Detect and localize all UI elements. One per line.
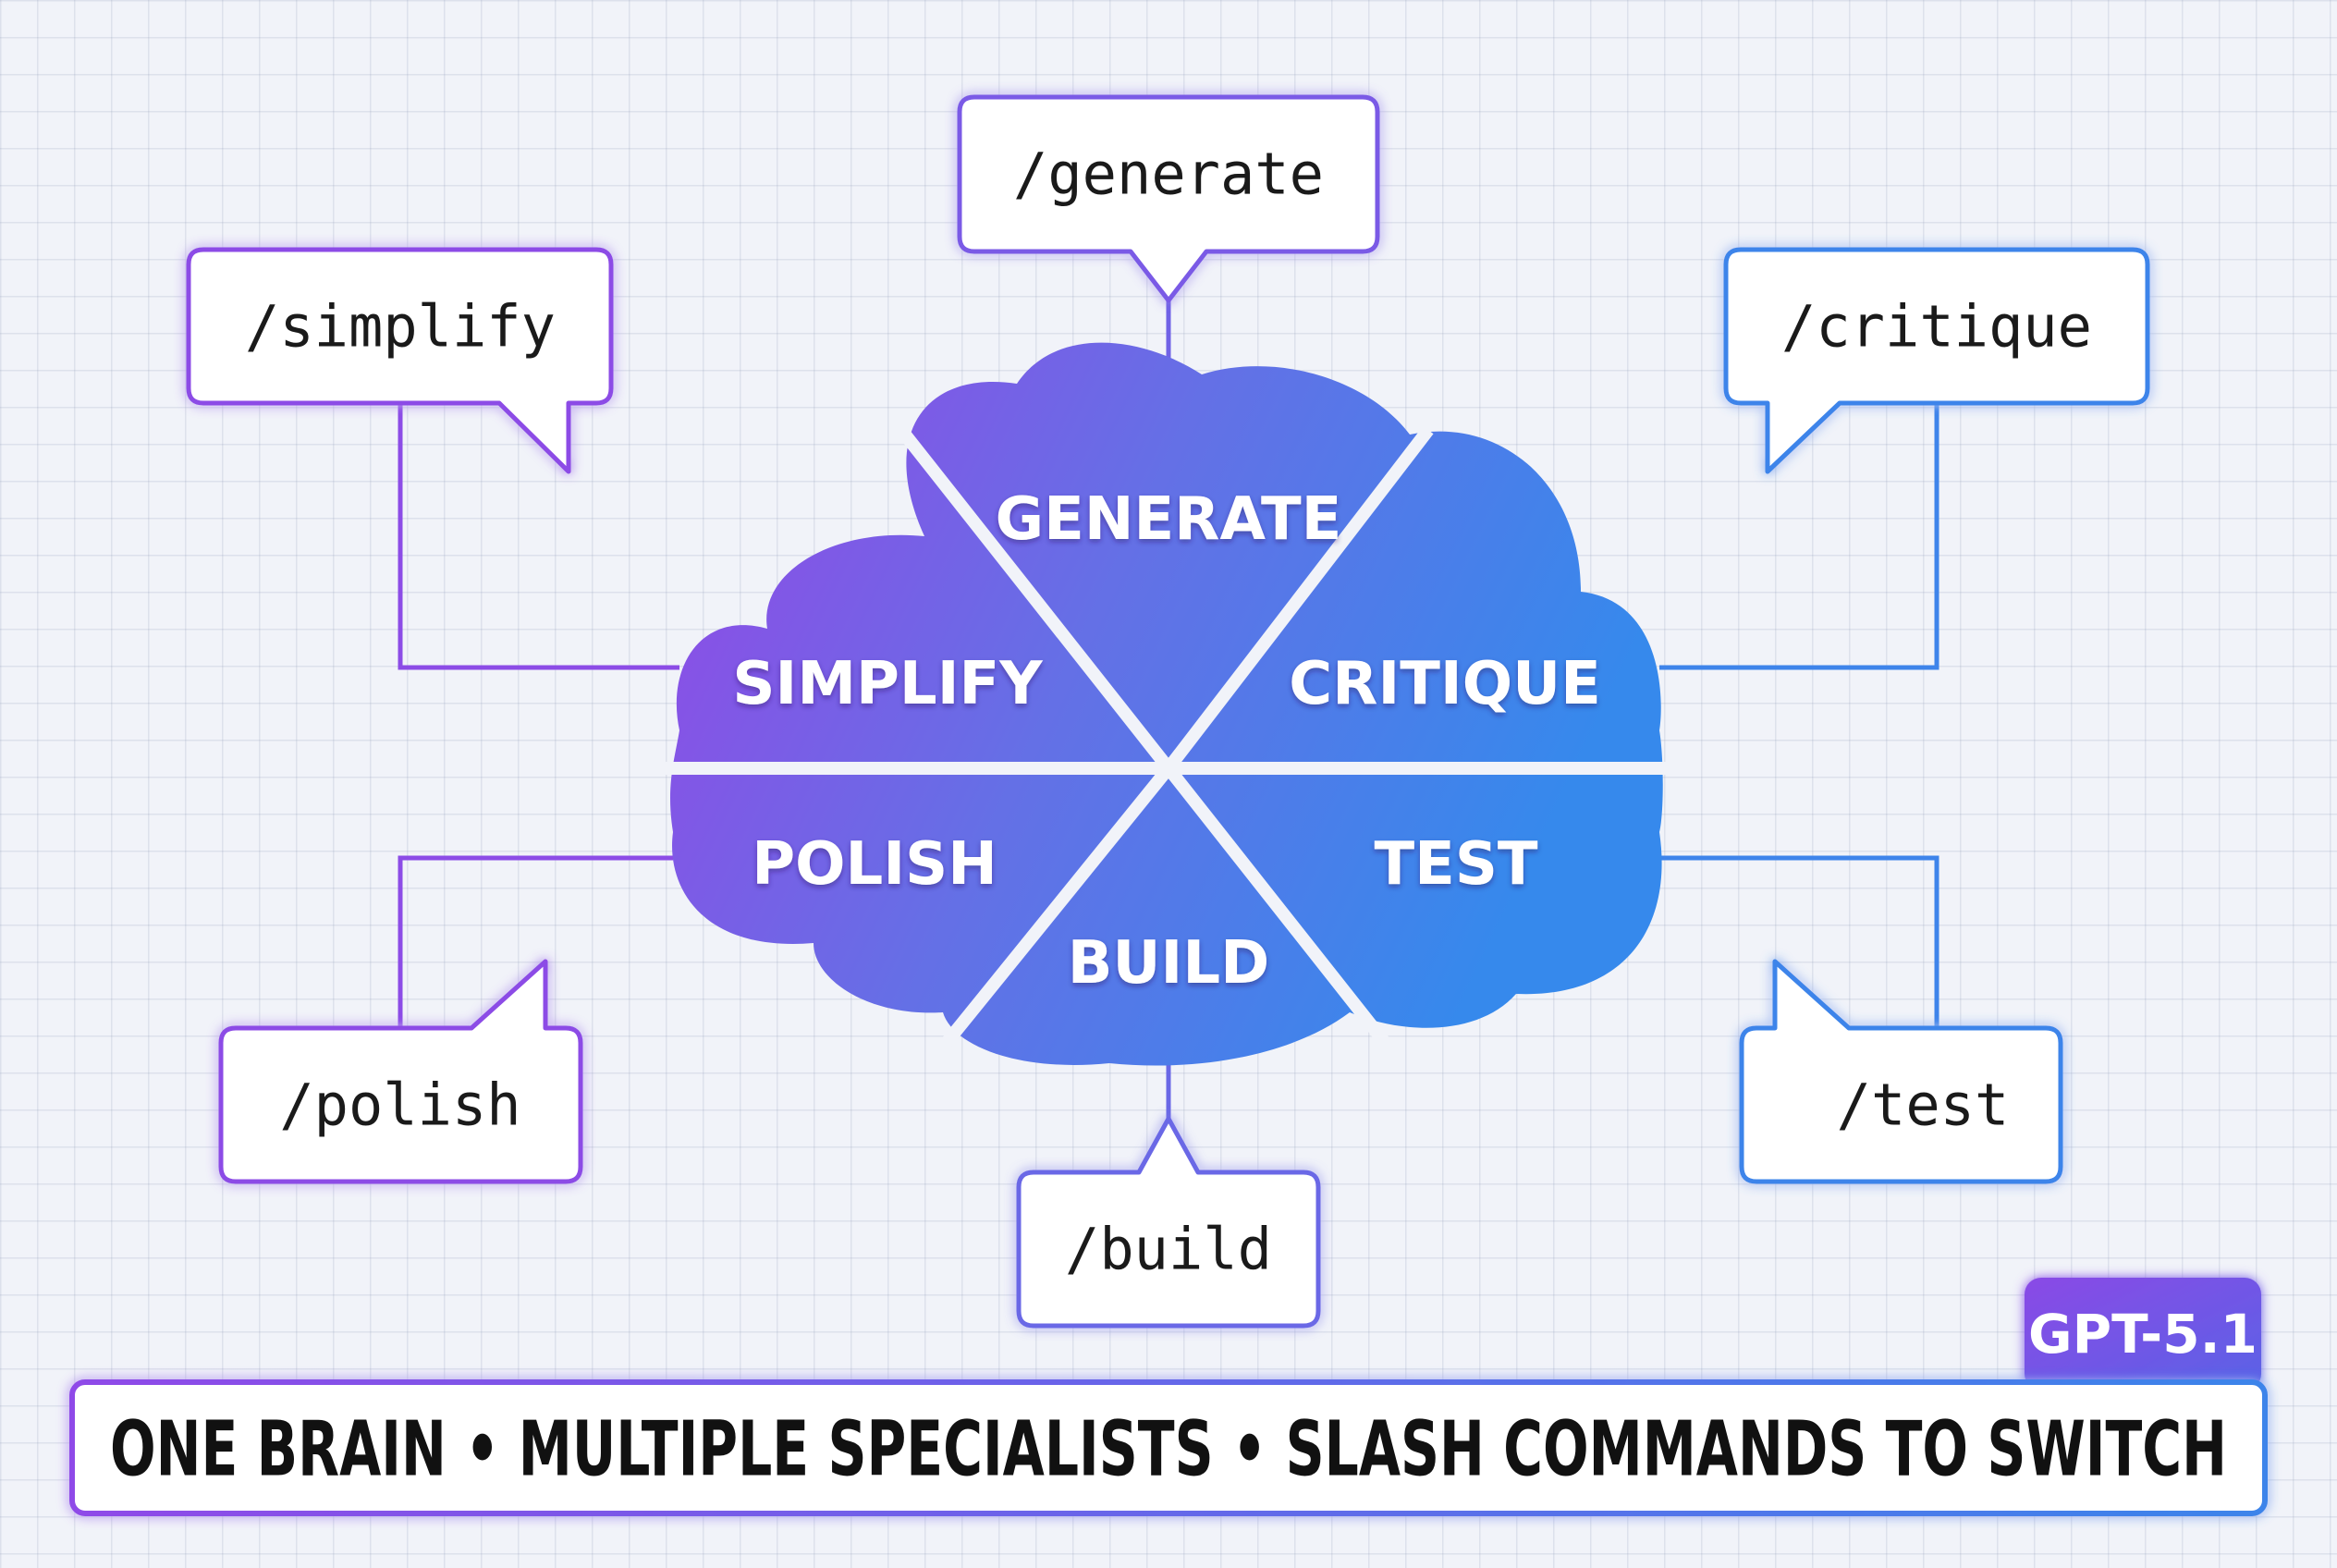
bubble-simplify[interactable]: /simplify — [186, 247, 614, 474]
connector-polish — [398, 855, 673, 1028]
command-critique: /critique — [1781, 293, 2092, 361]
bubble-build-shape — [1016, 1116, 1321, 1329]
connector-critique — [1659, 402, 1939, 670]
segment-label-test: TEST — [1374, 830, 1537, 899]
connector-test — [1659, 855, 1939, 1028]
command-simplify: /simplify — [245, 293, 556, 361]
bubble-test-shape — [1739, 959, 2063, 1184]
bubble-build[interactable]: /build — [1016, 1116, 1321, 1329]
segment-label-generate: GENERATE — [996, 485, 1342, 554]
connectors — [398, 300, 1939, 1119]
command-generate: /generate — [1013, 141, 1324, 208]
segment-label-critique: CRITIQUE — [1289, 650, 1601, 718]
command-test: /test — [1837, 1072, 2010, 1139]
bubble-test[interactable]: /test — [1739, 959, 2063, 1184]
bubble-polish[interactable]: /polish — [218, 959, 583, 1184]
bubble-critique[interactable]: /critique — [1723, 247, 2150, 474]
segment-label-polish: POLISH — [752, 830, 997, 899]
command-polish: /polish — [279, 1072, 520, 1139]
bubble-critique-shape — [1723, 247, 2150, 474]
connector-simplify — [398, 402, 679, 670]
segment-label-simplify: SIMPLIFY — [732, 650, 1043, 718]
model-badge-bg — [2025, 1278, 2261, 1390]
bubble-generate-shape — [957, 94, 1380, 303]
segment-label-build: BUILD — [1068, 929, 1269, 998]
cloud-shape — [670, 342, 1663, 1066]
specialist-cloud: GENERATE SIMPLIFY CRITIQUE POLISH TEST B… — [647, 342, 1692, 1066]
tagline-frame — [69, 1379, 2268, 1516]
bubble-generate[interactable]: /generate — [957, 94, 1380, 303]
cloud-dividers — [647, 425, 1692, 1049]
command-build: /build — [1065, 1216, 1272, 1283]
model-badge: GPT-5.1 — [2025, 1278, 2261, 1390]
tagline-text: ONE BRAIN • MULTIPLE SPECIALISTS • SLASH… — [110, 1406, 2227, 1494]
model-badge-label: GPT-5.1 — [2028, 1303, 2257, 1366]
tagline-bar: ONE BRAIN • MULTIPLE SPECIALISTS • SLASH… — [69, 1379, 2268, 1516]
bubble-polish-shape — [218, 959, 583, 1184]
bubble-simplify-shape — [186, 247, 614, 474]
